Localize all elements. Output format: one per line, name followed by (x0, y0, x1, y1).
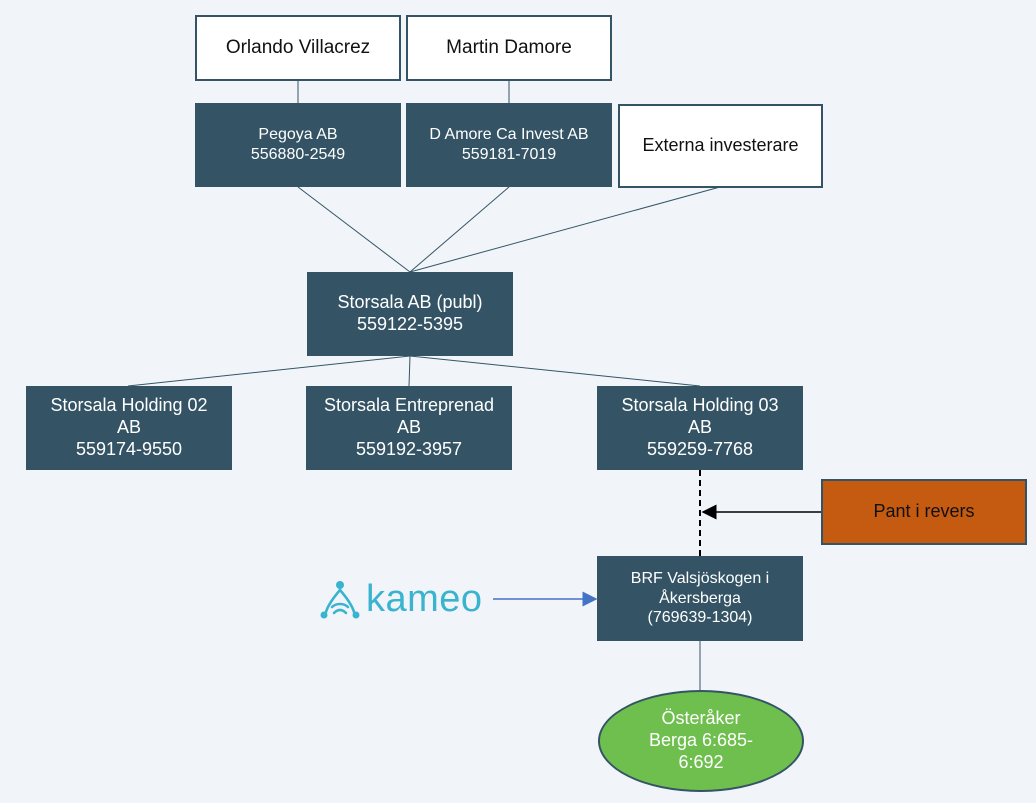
company-holding02-id: 559174-9550 (75, 438, 183, 459)
line-storsala-holding02 (127, 355, 411, 387)
external-investors-box: Externa investerare (618, 104, 823, 188)
external-investors-label: Externa investerare (642, 135, 799, 156)
kameo-logo: kameo (318, 578, 483, 620)
company-holding03-name-line1: Storsala Holding 03 (621, 395, 779, 416)
company-entreprenad-name-line2: AB (396, 417, 421, 438)
line-external-storsala (409, 186, 721, 273)
company-holding03-box: Storsala Holding 03 AB 559259-7768 (597, 386, 803, 470)
property-line3: 6:692 (678, 751, 724, 772)
pledge-label: Pant i revers (873, 501, 975, 522)
company-holding02-box: Storsala Holding 02 AB 559174-9550 (26, 386, 232, 470)
company-storsala-name: Storsala AB (publ) (337, 292, 483, 313)
company-storsala-id: 559122-5395 (356, 314, 464, 334)
company-storsala-box: Storsala AB (publ) 559122-5395 (307, 272, 513, 356)
company-pegoya-box: Pegoya AB 556880-2549 (195, 103, 401, 187)
company-damore-box: D Amore Ca Invest AB 559181-7019 (406, 103, 612, 187)
person-orlando-label: Orlando Villacrez (225, 37, 371, 59)
pledge-box: Pant i revers (821, 479, 1027, 545)
company-holding02-name-line2: AB (116, 417, 141, 438)
company-pegoya-name: Pegoya AB (258, 126, 338, 144)
kameo-logo-text: kameo (366, 577, 483, 620)
company-damore-name: D Amore Ca Invest AB (429, 126, 589, 144)
company-holding03-id: 559259-7768 (646, 438, 754, 459)
company-pegoya-id: 556880-2549 (250, 146, 346, 163)
person-martin-box: Martin Damore (406, 15, 612, 81)
company-entreprenad-name-line1: Storsala Entreprenad (323, 395, 495, 416)
company-damore-id: 559181-7019 (461, 146, 557, 163)
property-ellipse: Österåker Berga 6:685- 6:692 (598, 690, 804, 792)
person-orlando-box: Orlando Villacrez (195, 15, 401, 81)
line-storsala-holding03 (409, 355, 701, 387)
company-entreprenad-id: 559192-3957 (355, 438, 463, 459)
line-pegoya-storsala (297, 186, 411, 273)
kameo-logo-icon (320, 581, 360, 619)
brf-name-line1: BRF Valsjöskogen i (630, 570, 770, 588)
brf-box: BRF Valsjöskogen i Åkersberga (769639-13… (597, 556, 803, 641)
property-line1: Österåker (661, 708, 741, 729)
company-holding03-name-line2: AB (687, 417, 712, 438)
line-storsala-entreprenad (408, 355, 411, 387)
property-line2: Berga 6:685- (648, 730, 754, 751)
brf-id: (769639-1304) (647, 609, 753, 627)
line-damore-storsala (409, 186, 510, 273)
company-entreprenad-box: Storsala Entreprenad AB 559192-3957 (306, 386, 512, 470)
person-martin-label: Martin Damore (446, 37, 572, 59)
company-holding02-name-line1: Storsala Holding 02 (50, 395, 208, 416)
brf-name-line2: Åkersberga (659, 589, 741, 607)
